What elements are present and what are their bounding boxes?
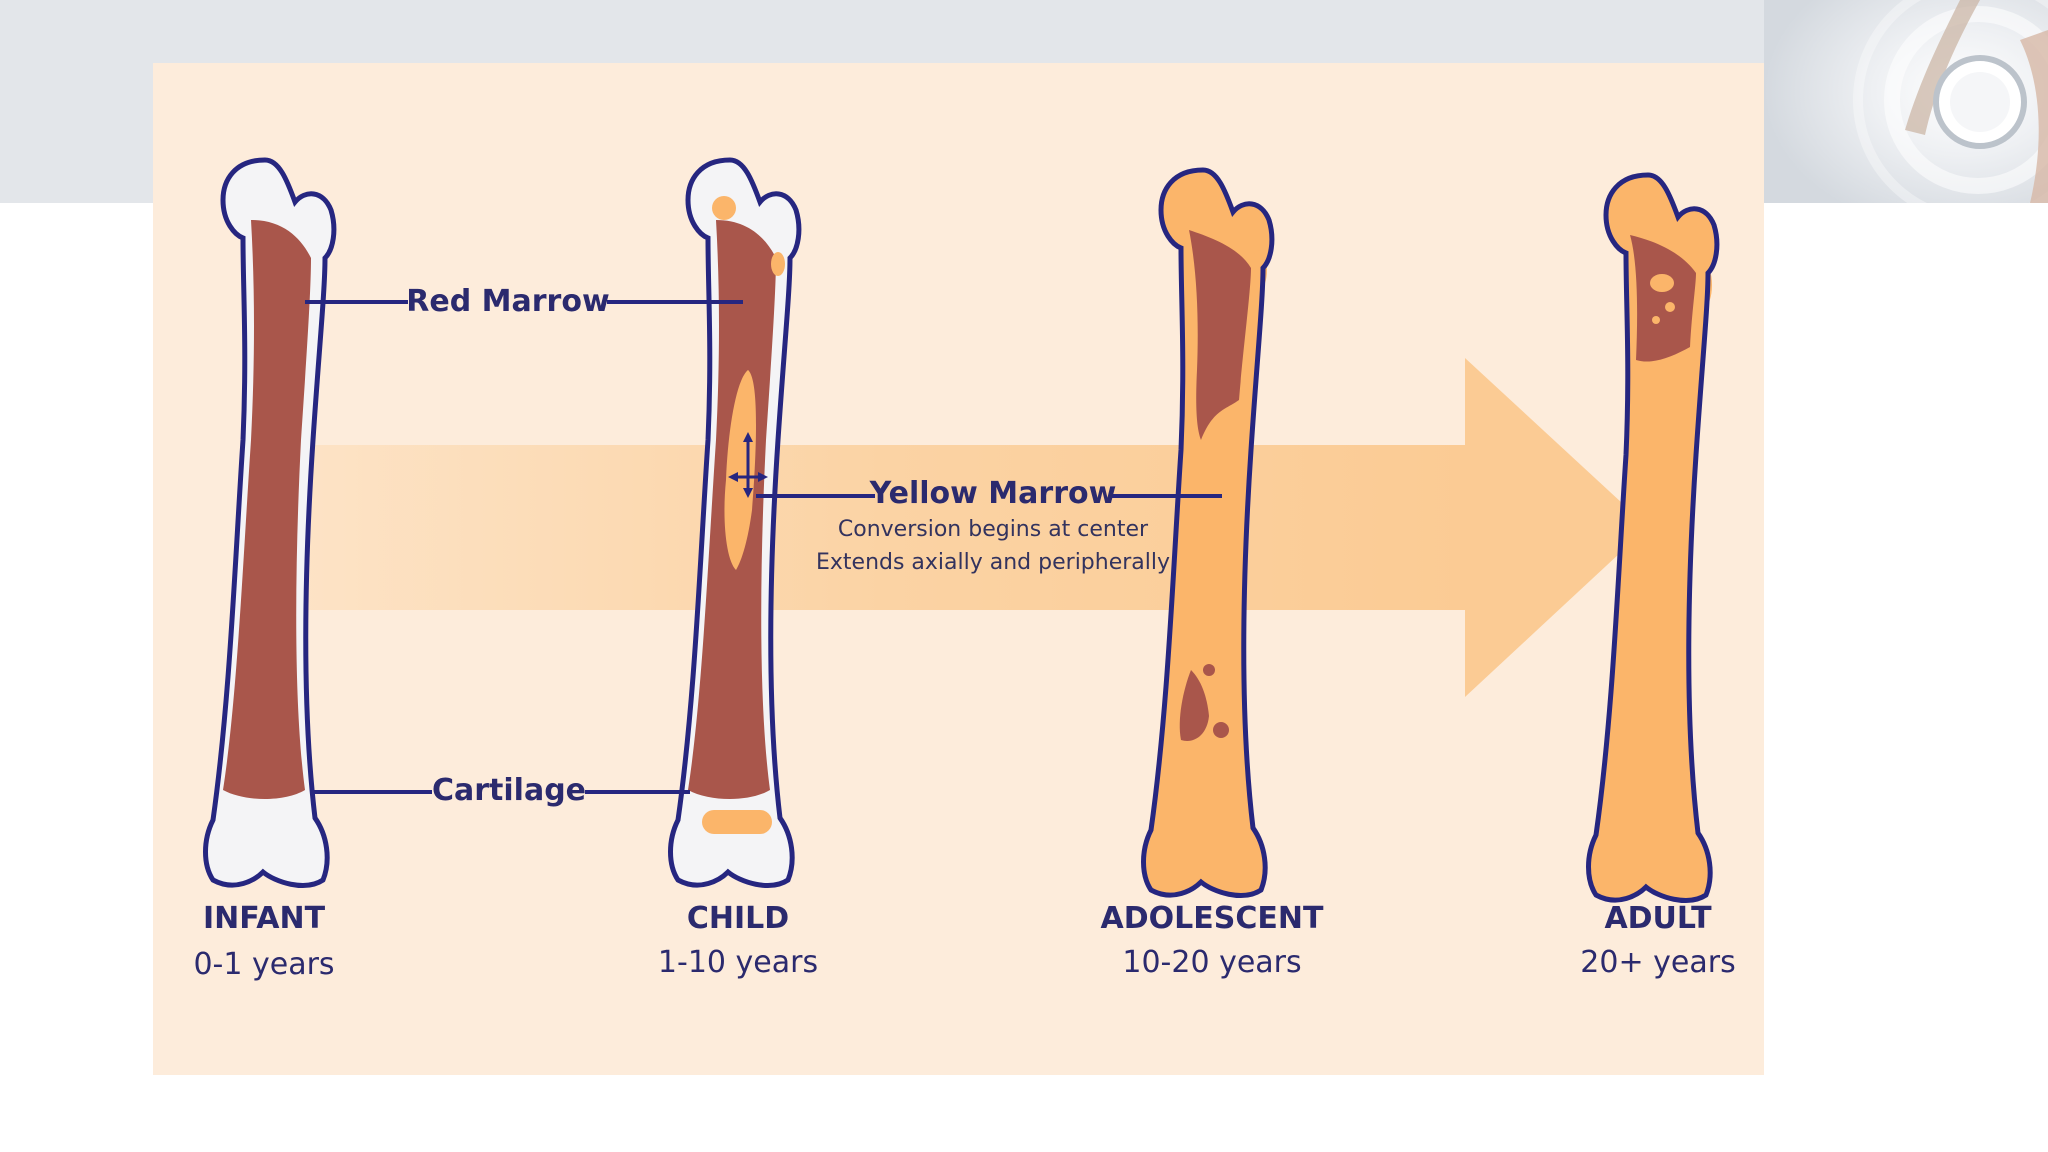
- yellow-marrow-note-2: Extends axially and peripherally: [816, 550, 1170, 575]
- stage-age: 1-10 years: [658, 945, 818, 980]
- femur-adolescent: [1144, 170, 1272, 895]
- corner-photo: [1764, 0, 2048, 225]
- red-marrow-label: Red Marrow: [406, 284, 609, 319]
- progression-arrow: [300, 358, 1648, 697]
- stage-age: 10-20 years: [1122, 945, 1301, 980]
- stage-name: CHILD: [687, 901, 789, 936]
- stage-age: 20+ years: [1580, 945, 1735, 980]
- yellow-marrow-note-1: Conversion begins at center: [838, 517, 1149, 542]
- stage-name: INFANT: [203, 901, 326, 936]
- femur-infant: [206, 160, 334, 885]
- cartilage-label: Cartilage: [432, 773, 586, 808]
- stage-infant: INFANT 0-1 years: [193, 901, 334, 982]
- yellow-marrow-label: Yellow Marrow: [869, 476, 1117, 511]
- femur-adult: [1589, 175, 1717, 900]
- stage-adult: ADULT 20+ years: [1580, 901, 1735, 980]
- femur-child: [671, 160, 799, 885]
- stage-adolescent: ADOLESCENT 10-20 years: [1101, 901, 1324, 980]
- leader-lines: [305, 300, 1222, 794]
- stage-name: ADOLESCENT: [1101, 901, 1324, 936]
- stage-child: CHILD 1-10 years: [658, 901, 818, 980]
- stage-name: ADULT: [1604, 901, 1712, 936]
- stage-age: 0-1 years: [193, 947, 334, 982]
